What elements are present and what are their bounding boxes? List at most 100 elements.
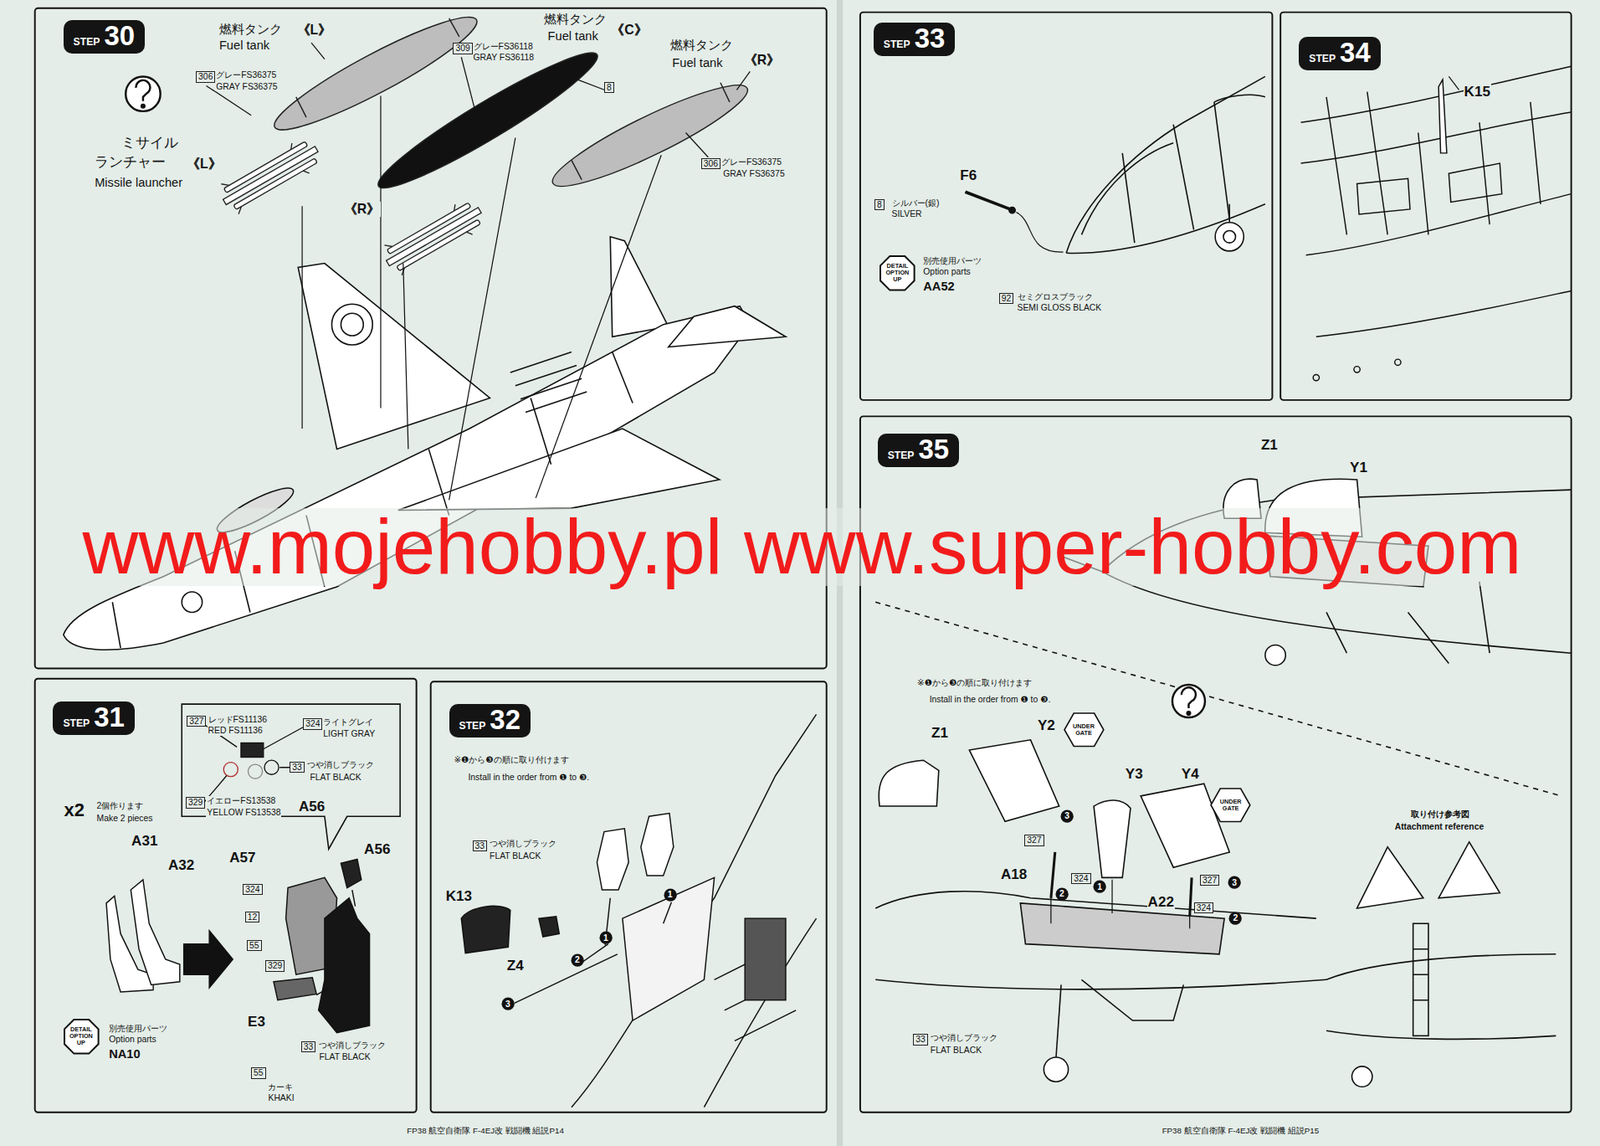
paint-callout-text: 324 bbox=[305, 718, 320, 729]
page-footer: FP38 航空自衛隊 F-4EJ改 戦闘機 組説P15 bbox=[1161, 1126, 1321, 1136]
order-number: 3 bbox=[1060, 809, 1074, 823]
part-name: 燃料タンク bbox=[543, 12, 608, 26]
paint-callout-text: 8 bbox=[606, 82, 612, 93]
paint-color: FLAT BLACK bbox=[488, 851, 542, 862]
part-number: Z1 bbox=[1260, 436, 1279, 453]
paint-callout: 324 bbox=[302, 717, 323, 729]
step-badge-text: STEP bbox=[73, 36, 101, 47]
paint-callout: 327 bbox=[186, 715, 206, 727]
order-number: 2 bbox=[1228, 911, 1242, 925]
note: 取り付け参考図 bbox=[1410, 809, 1471, 820]
paint-callout: 55 bbox=[246, 939, 262, 951]
paint-color: YELLOW FS13538 bbox=[205, 807, 282, 818]
step-badge: STEP33 bbox=[873, 22, 955, 57]
option-octagon bbox=[64, 1019, 99, 1054]
step-badge-text: 31 bbox=[93, 703, 125, 732]
paint-color: RED FS11136 bbox=[207, 725, 264, 736]
under-gate-badge-text: GATE bbox=[1075, 729, 1093, 737]
note: x2 bbox=[63, 800, 86, 821]
note: Make 2 pieces bbox=[96, 813, 154, 824]
option-badge-text: DETAIL bbox=[70, 1025, 93, 1033]
side-mark: 《L》 bbox=[185, 156, 223, 172]
paint-callout: 306 bbox=[701, 158, 721, 170]
step-badge-text: STEP bbox=[1308, 53, 1336, 64]
step-badge-text: STEP bbox=[459, 720, 487, 731]
paint-color: FLAT BLACK bbox=[308, 772, 362, 783]
part-number: K13 bbox=[445, 887, 473, 904]
paint-callout: 12 bbox=[245, 911, 261, 923]
part-number: NA10 bbox=[107, 1046, 141, 1061]
under-gate-badge-text: GATE bbox=[1222, 805, 1240, 812]
note: 別売使用パーツ bbox=[922, 256, 983, 267]
side-mark: 《R》 bbox=[743, 52, 781, 68]
side-mark: 《C》 bbox=[610, 22, 648, 38]
note: 2個作ります bbox=[96, 800, 145, 811]
order-number-text: 1 bbox=[1097, 882, 1103, 892]
order-circle bbox=[570, 953, 584, 966]
part-number: E3 bbox=[246, 1013, 267, 1030]
order-number: 3 bbox=[1227, 875, 1242, 889]
paint-callout-text: 327 bbox=[1202, 875, 1217, 885]
paint-callout-text: 324 bbox=[1073, 873, 1088, 883]
paint-color: レッドFS11136 bbox=[207, 714, 269, 725]
paint-callout: 33 bbox=[301, 1041, 317, 1052]
paint-color: グレーFS36375 bbox=[215, 70, 277, 81]
paint-callout: 306 bbox=[195, 71, 216, 83]
paint-callout-text: 306 bbox=[198, 71, 213, 82]
paint-color: カーキ bbox=[266, 1082, 294, 1093]
paint-callout: 8 bbox=[874, 199, 885, 211]
paint-color: ライトグレイ bbox=[322, 717, 375, 728]
order-number: 2 bbox=[1055, 887, 1069, 901]
paint-callout: 329 bbox=[185, 796, 206, 808]
side-mark: 《L》 bbox=[296, 22, 334, 38]
paint-color: GRAY FS36375 bbox=[722, 169, 785, 180]
part-number: A18 bbox=[1000, 866, 1028, 883]
gate-hexagon bbox=[1064, 712, 1104, 747]
part-number: Y1 bbox=[1348, 459, 1369, 476]
paint-callout-text: 329 bbox=[188, 797, 203, 807]
step-badge: STEP31 bbox=[52, 701, 134, 735]
order-number: 1 bbox=[599, 930, 613, 944]
part-name: Fuel tank bbox=[218, 38, 271, 52]
step-badge-text: 30 bbox=[103, 22, 135, 51]
paint-callout-text: 329 bbox=[267, 960, 283, 970]
step-badge: STEP35 bbox=[877, 433, 959, 467]
paint-color: SEMI GLOSS BLACK bbox=[1016, 302, 1103, 313]
page-footer: FP38 航空自衛隊 F-4EJ改 戦闘機 組説P14 bbox=[405, 1126, 565, 1136]
order-number-text: 2 bbox=[574, 954, 580, 965]
paint-callout-text: 309 bbox=[455, 43, 470, 53]
part-number: A31 bbox=[130, 832, 159, 849]
part-name: 燃料タンク bbox=[669, 38, 734, 52]
paint-callout: 33 bbox=[912, 1033, 929, 1045]
part-number: AA52 bbox=[922, 279, 955, 293]
step-badge-text: 33 bbox=[914, 25, 946, 53]
order-number-text: 3 bbox=[1231, 877, 1237, 888]
paint-callout: 33 bbox=[472, 840, 488, 852]
side-mark: 《R》 bbox=[343, 201, 381, 217]
paint-callout-text: 33 bbox=[915, 1034, 926, 1044]
paint-callout: 92 bbox=[999, 292, 1015, 304]
option-badge-text: UP bbox=[76, 1039, 86, 1047]
order-number-text: 3 bbox=[505, 999, 511, 1009]
note: Option parts bbox=[107, 1034, 157, 1045]
order-number-text: 1 bbox=[603, 933, 609, 943]
step-badge-text: 32 bbox=[489, 706, 521, 734]
step-badge-text: STEP bbox=[883, 39, 911, 50]
paint-callout-text: 92 bbox=[1001, 293, 1012, 303]
order-number-text: 2 bbox=[1059, 888, 1065, 898]
part-number: Z4 bbox=[506, 957, 525, 974]
order-circle bbox=[663, 887, 677, 901]
step-badge-text: STEP bbox=[62, 717, 90, 729]
paint-callout-text: 33 bbox=[292, 762, 303, 772]
note: 別売使用パーツ bbox=[107, 1023, 169, 1034]
part-name: ミサイル bbox=[120, 134, 180, 151]
step-badge: STEP32 bbox=[449, 703, 531, 738]
under-gate-badge-text: UNDER bbox=[1220, 798, 1242, 806]
paint-callout-text: 55 bbox=[249, 940, 260, 950]
order-circle bbox=[599, 931, 612, 944]
under-gate-badge-text: UNDER bbox=[1072, 723, 1095, 730]
paint-color: つや消しブラック bbox=[317, 1040, 387, 1051]
part-number: A22 bbox=[1147, 893, 1175, 910]
note: Option parts bbox=[922, 266, 971, 277]
